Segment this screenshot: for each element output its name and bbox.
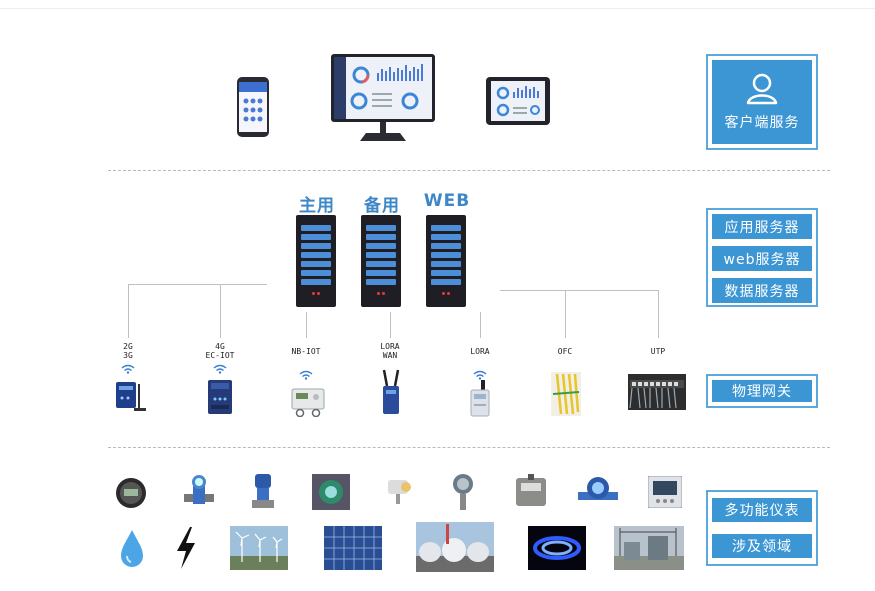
camera-sensor-icon — [388, 480, 411, 504]
gateway-label-ofc: OFC — [557, 347, 573, 356]
wifi-icon — [299, 370, 313, 380]
server-panel: 应用服务器 web服务器 数据服务器 — [706, 208, 818, 307]
water-meter-icon — [578, 477, 618, 500]
connector-lora — [480, 312, 481, 338]
gas-flame-photo — [528, 526, 586, 570]
power-substation-photo — [614, 526, 684, 570]
web-server-button[interactable]: web服务器 — [712, 246, 812, 271]
client-service-panel: 客户端服务 — [706, 54, 818, 150]
user-icon — [746, 73, 778, 104]
server-label-web: WEB — [423, 191, 471, 211]
water-drop-icon — [121, 530, 143, 567]
cellular-dtu-icon — [116, 382, 146, 411]
connector-right-bus — [500, 290, 659, 291]
client-service-button[interactable]: 客户端服务 — [712, 60, 812, 144]
lora-module-icon — [470, 380, 490, 417]
connector-2g3g — [128, 284, 129, 338]
tablet-icon — [486, 77, 550, 125]
gateway-label-nbiot: NB-IOT — [291, 347, 321, 356]
server-rack-icon-primary — [296, 215, 336, 307]
level-transmitter-icon — [453, 474, 473, 510]
app-server-button[interactable]: 应用服务器 — [712, 214, 812, 239]
connector-utp — [658, 290, 659, 338]
section-divider-1 — [108, 170, 830, 171]
wifi-icon — [473, 370, 487, 380]
desktop-monitor-icon — [331, 54, 435, 141]
digital-meter-icon — [116, 478, 146, 508]
lorawan-gateway-icon — [382, 369, 400, 414]
wifi-icon — [121, 364, 135, 374]
gateway-label-4g: 4G EC-IOT — [205, 342, 235, 360]
server-rack-icon-backup — [361, 215, 401, 307]
application-fields-button[interactable]: 涉及领域 — [712, 534, 812, 558]
wind-turbine-photo — [230, 526, 288, 570]
network-patch-panel-icon — [628, 374, 686, 410]
smartphone-icon — [237, 77, 269, 137]
lightning-icon — [177, 527, 195, 569]
flow-meter-icon — [184, 475, 214, 504]
server-rack-icon-web — [426, 215, 466, 307]
meter-panel: 多功能仪表 涉及领域 — [706, 490, 818, 566]
solar-panel-photo — [324, 526, 382, 570]
nb-iot-meter-icon — [291, 388, 325, 417]
section-divider-2 — [108, 447, 830, 448]
connector-nbiot — [306, 312, 307, 338]
physical-gateway-button[interactable]: 物理网关 — [712, 380, 812, 402]
connector-lorawan — [390, 312, 391, 338]
server-label-primary: 主用 — [299, 196, 335, 216]
ultrasonic-meter-icon — [312, 474, 350, 510]
wifi-icon — [213, 364, 227, 374]
multifunction-meter-button[interactable]: 多功能仪表 — [712, 498, 812, 522]
client-service-label: 客户端服务 — [724, 114, 800, 131]
oil-tank-farm-photo — [416, 522, 494, 572]
pressure-transmitter-icon — [252, 474, 274, 508]
top-divider — [0, 8, 875, 9]
data-server-button[interactable]: 数据服务器 — [712, 278, 812, 303]
gateway-label-2g3g: 2G 3G — [123, 342, 133, 360]
4g-gateway-icon — [208, 380, 232, 414]
gateway-label-lorawan: LORA WAN — [380, 342, 400, 360]
connector-left-bus — [128, 284, 267, 285]
gas-meter-icon — [516, 474, 546, 506]
connector-ofc — [565, 290, 566, 338]
connector-4g — [220, 284, 221, 338]
gateway-panel: 物理网关 — [706, 374, 818, 408]
server-label-backup: 备用 — [364, 196, 400, 216]
fiber-cable-icon — [551, 372, 581, 416]
gateway-label-lora: LORA — [470, 347, 490, 356]
power-meter-icon — [648, 476, 682, 508]
gateway-label-utp: UTP — [650, 347, 666, 356]
